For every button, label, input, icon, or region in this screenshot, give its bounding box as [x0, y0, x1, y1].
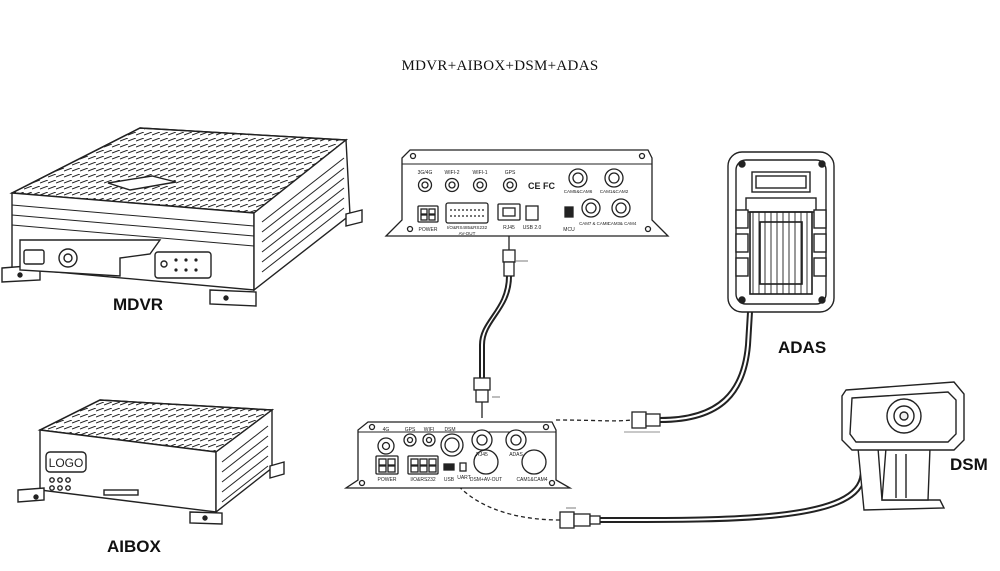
rj45-plug-icon: [502, 249, 516, 263]
aibox-port-label: I/O&RS232: [410, 477, 436, 483]
aibox-rear-panel-labels: 4G GPS WIFI DSM RJ45 ADAS POWER I/O&RS23…: [378, 427, 548, 483]
aibox-port-label: GPS: [405, 427, 416, 433]
mdvr-rear-panel-labels: 3G/4G WIFI-2 WIFI-1 GPS CE FC CAM5&CAM6 …: [418, 170, 637, 236]
mdvr-port-label: CAM7 & CAM8: [579, 221, 609, 226]
dsm-label: DSM: [950, 455, 988, 474]
mdvr-ce-fc-mark: CE FC: [528, 181, 556, 191]
aibox-device: [17, 399, 285, 525]
adas-label: ADAS: [778, 338, 827, 357]
mdvr-rear-panel: [384, 149, 670, 237]
mdvr-port-label: CAM1&CAM2: [600, 189, 629, 194]
aibox-port-label: CAM1&CAM4: [516, 477, 547, 483]
mdvr-port-label: USB 2.0: [523, 225, 542, 231]
aibox-port-label: DSM+AV-OUT: [470, 477, 502, 483]
aibox-port-label: USB: [444, 477, 455, 483]
mdvr-port-label: WIFI-2: [445, 170, 460, 176]
mdvr-port-label: POWER: [419, 227, 438, 233]
aibox-port-label: UART: [457, 475, 471, 481]
mdvr-port-label: MCU: [563, 227, 575, 233]
aibox-port-label: DSM: [444, 427, 455, 433]
mdvr-port-label: CAM3& CAM4: [608, 221, 637, 226]
aibox-rear-panel: [343, 421, 573, 489]
mdvr-port-label: WIFI-1: [473, 170, 488, 176]
aibox-logo-plate: [45, 451, 87, 473]
usb-port-icon: [443, 463, 455, 471]
aibox-port-label: RJ45: [476, 452, 488, 458]
mdvr-port-label: I/O&RS485&RS232: [447, 225, 488, 230]
aibox-port-label: ADAS: [509, 452, 523, 458]
aibox-logo-text: LOGO: [49, 456, 84, 470]
diagram-title: MDVR+AIBOX+DSM+ADAS: [401, 58, 599, 74]
mdvr-port-label: RJ45: [503, 225, 515, 231]
mdvr-port-label: GPS: [505, 170, 516, 176]
mdvr-device: [1, 127, 363, 307]
aibox-label: AIBOX: [107, 537, 161, 556]
adas-camera: [727, 151, 835, 313]
mdvr-label: MDVR: [113, 295, 164, 314]
aibox-port-label: WIFI: [424, 427, 435, 433]
mdvr-port-label: AV-OUT: [459, 231, 476, 236]
dsm-camera: [841, 381, 965, 511]
mdvr-port-label: CAM5&CAM6: [564, 189, 593, 194]
aibox-port-label: POWER: [378, 477, 397, 483]
mdvr-port-label: 3G/4G: [418, 170, 433, 176]
aibox-port-label: 4G: [383, 427, 390, 433]
cable-annotations: [492, 260, 660, 509]
